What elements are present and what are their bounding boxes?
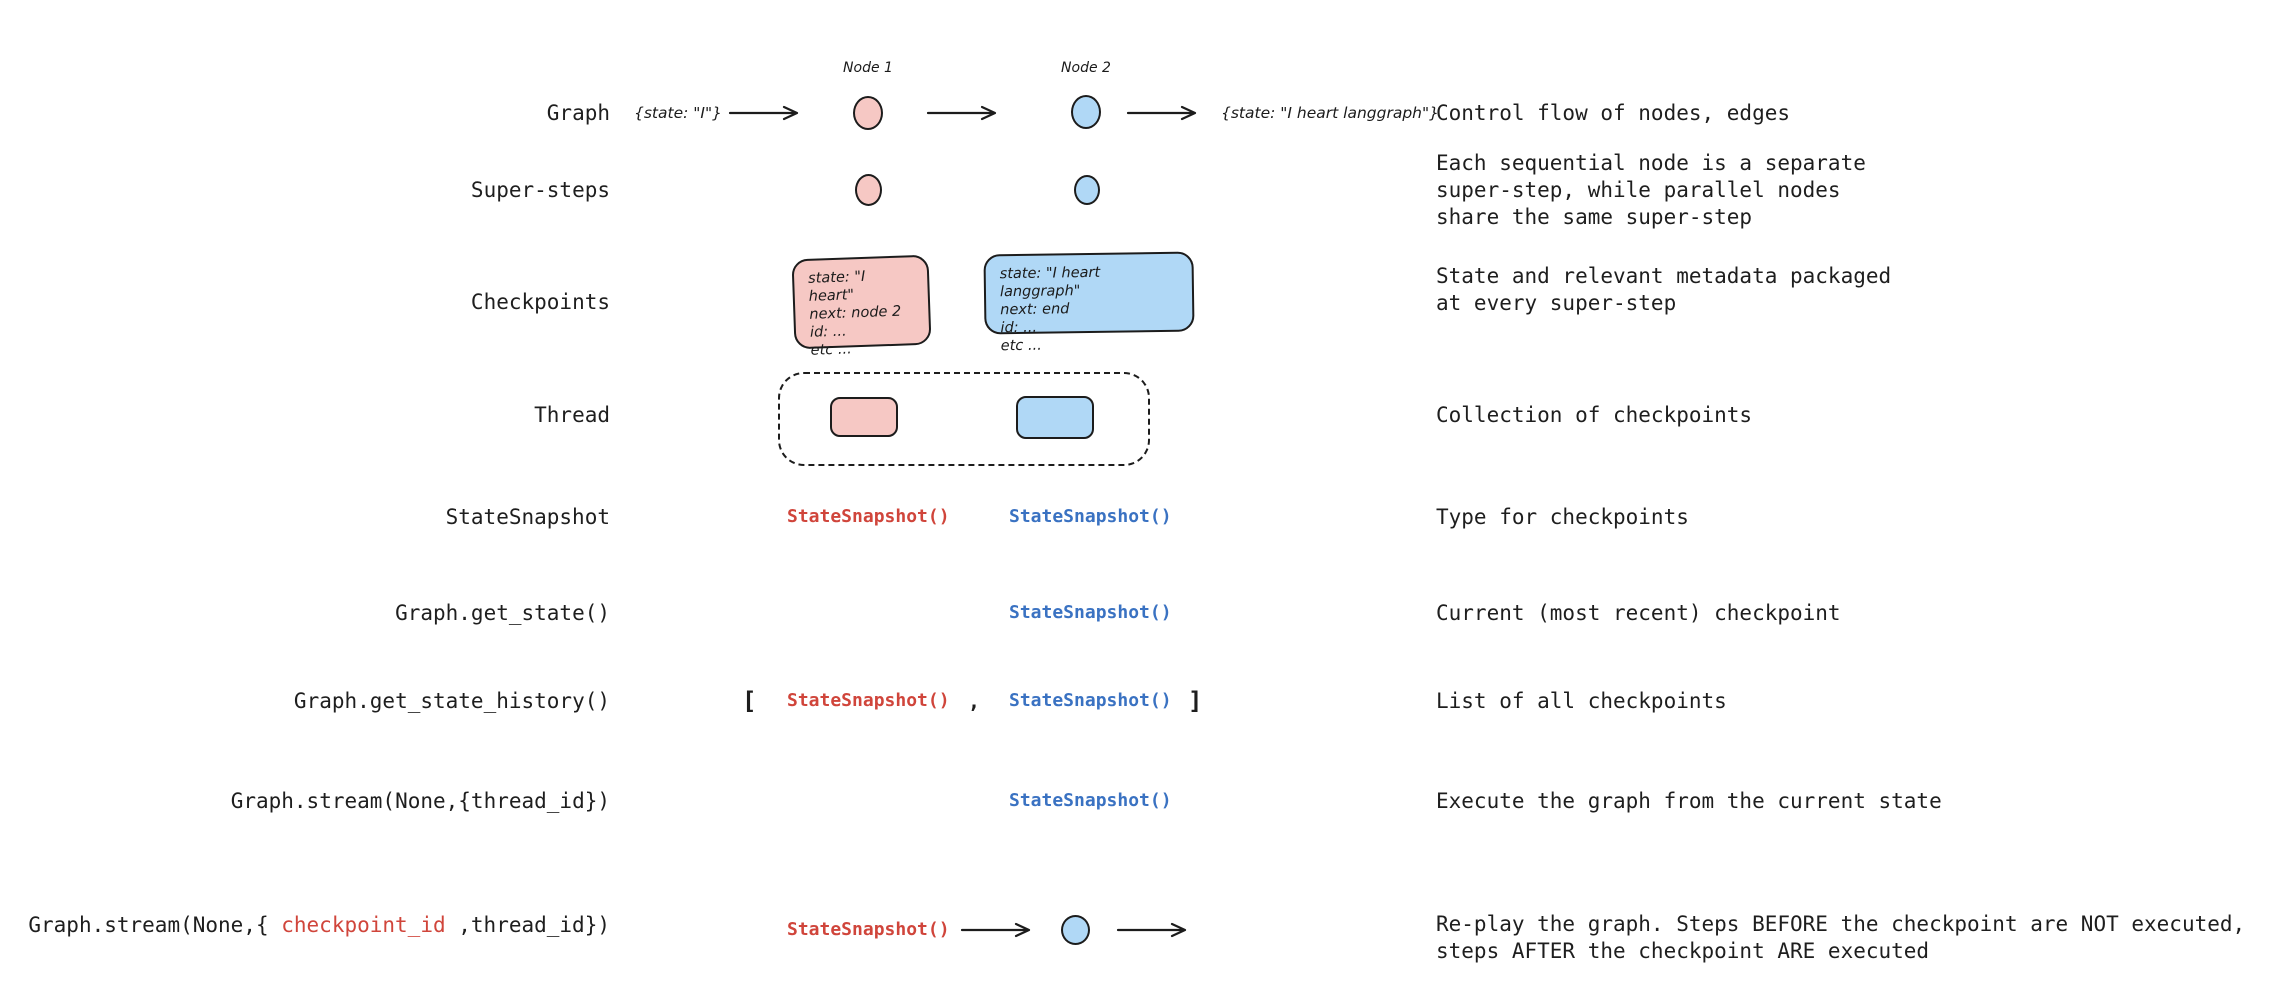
checkpoint-blue-text: state: "I heart langgraph" next: end id:… xyxy=(999,264,1101,355)
node1-circle xyxy=(853,96,883,130)
statesnapshot-red: StateSnapshot() xyxy=(787,690,950,711)
output-state-text: {state: "I heart langgraph"} xyxy=(1221,104,1439,122)
super-step-pink-circle xyxy=(855,174,882,206)
row-label-checkpoints: Checkpoints xyxy=(470,290,610,314)
statesnapshot-blue: StateSnapshot() xyxy=(1009,602,1172,623)
arrow-right-icon xyxy=(926,105,997,121)
desc-thread: Collection of checkpoints xyxy=(1436,403,1753,427)
statesnapshot-blue: StateSnapshot() xyxy=(1009,790,1172,811)
row-label-stream-checkpoint: Graph.stream(None,{ checkpoint_id ,threa… xyxy=(28,912,610,938)
input-state-text: {state: "I"} xyxy=(634,104,722,122)
thread-pink-checkpoint xyxy=(830,397,898,437)
row-label-graph: Graph xyxy=(546,101,610,125)
checkpoint-blue-box: state: "I heart langgraph" next: end id:… xyxy=(983,251,1195,354)
desc-checkpoints: State and relevant metadata packaged at … xyxy=(1436,264,1892,315)
row-label-get-state: Graph.get_state() xyxy=(395,601,610,625)
statesnapshot-blue: StateSnapshot() xyxy=(1009,506,1172,527)
desc-super-steps: Each sequential node is a separate super… xyxy=(1436,151,1866,229)
arrow-right-icon xyxy=(960,922,1031,938)
label-checkpoint-id: checkpoint_id xyxy=(281,913,446,937)
row-label-get-state-history: Graph.get_state_history() xyxy=(293,689,610,713)
desc-statesnapshot: Type for checkpoints xyxy=(1436,505,1689,529)
row-label-statesnapshot: StateSnapshot xyxy=(445,505,610,529)
desc-stream-thread: Execute the graph from the current state xyxy=(1436,789,1942,813)
thread-dashed-box xyxy=(778,372,1150,466)
checkpoint-pink-text: state: "I heart" next: node 2 id: ... et… xyxy=(807,268,902,359)
node2-label: Node 2 xyxy=(1061,60,1111,76)
arrow-right-icon xyxy=(728,105,799,121)
bracket-close: ] xyxy=(1188,687,1203,715)
node1-label: Node 1 xyxy=(843,60,893,76)
row-label-stream-thread: Graph.stream(None,{thread_id}) xyxy=(230,789,610,813)
thread-blue-checkpoint xyxy=(1016,396,1094,439)
comma: , xyxy=(968,689,981,713)
row-label-thread: Thread xyxy=(534,403,610,427)
statesnapshot-red: StateSnapshot() xyxy=(787,506,950,527)
desc-get-state: Current (most recent) checkpoint xyxy=(1436,601,1841,625)
label-prefix: Graph.stream(None,{ xyxy=(28,913,282,937)
super-step-blue-circle xyxy=(1074,175,1100,205)
desc-stream-checkpoint: Re-play the graph. Steps BEFORE the chec… xyxy=(1436,912,2246,963)
replay-node-circle xyxy=(1061,915,1090,945)
desc-graph: Control flow of nodes, edges xyxy=(1436,101,1791,125)
statesnapshot-red: StateSnapshot() xyxy=(787,919,950,940)
arrow-right-icon xyxy=(1126,105,1197,121)
statesnapshot-blue: StateSnapshot() xyxy=(1009,690,1172,711)
label-suffix: ,thread_id}) xyxy=(445,913,610,937)
bracket-open: [ xyxy=(742,687,757,715)
desc-get-state-history: List of all checkpoints xyxy=(1436,689,1727,713)
arrow-right-icon xyxy=(1116,922,1187,938)
row-label-super-steps: Super-steps xyxy=(470,178,610,202)
node2-circle xyxy=(1071,95,1101,129)
checkpoint-pink-box: state: "I heart" next: node 2 id: ... et… xyxy=(791,254,932,359)
